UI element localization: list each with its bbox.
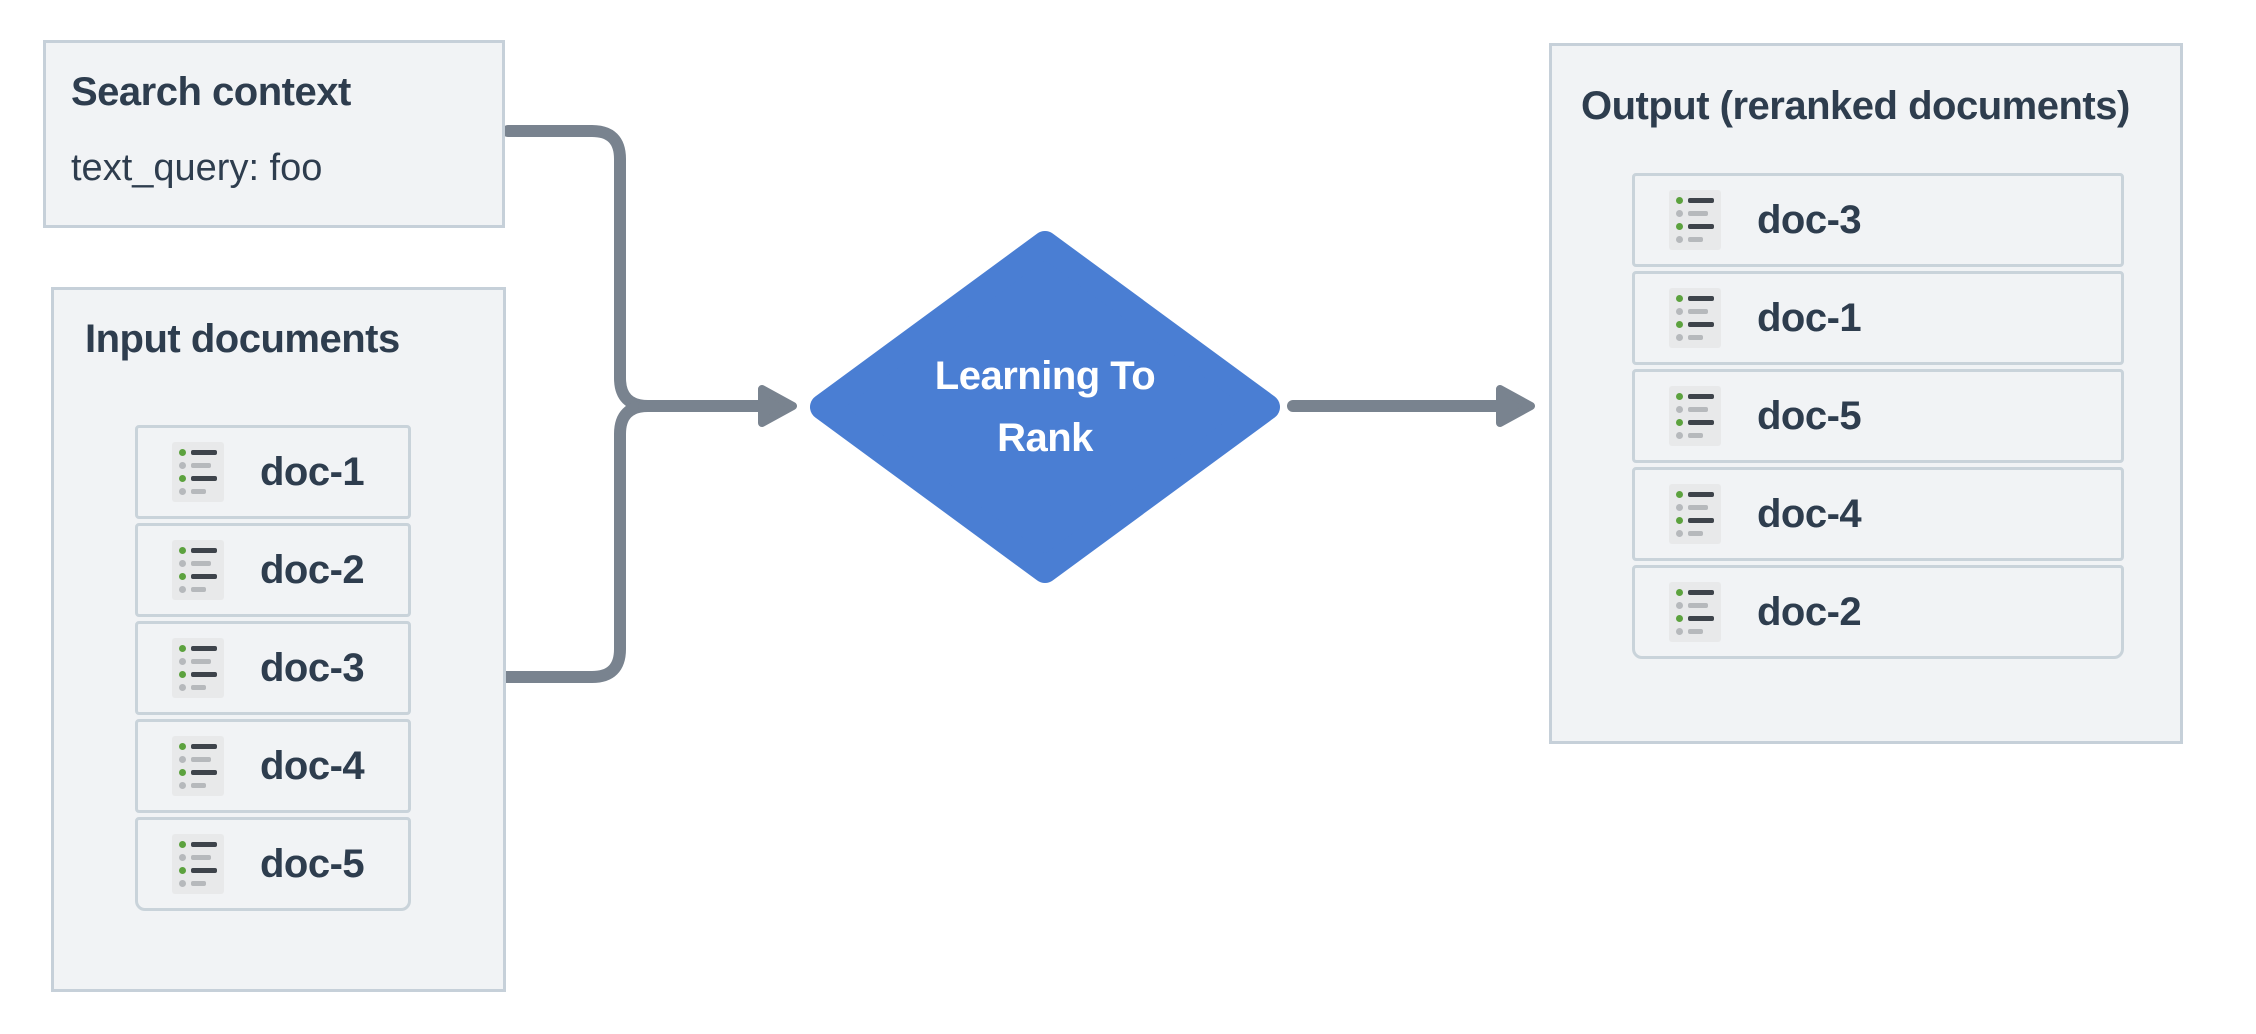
learning-to-rank-label: Learning To Rank [934,354,1156,460]
bulleted-list-icon [172,442,224,502]
learning-to-rank-diamond [810,231,1280,583]
doc-label: doc-2 [1757,589,1862,634]
doc-item: doc-1 [135,425,411,519]
doc-item: doc-2 [135,523,411,617]
doc-label: doc-5 [1757,393,1862,438]
search-context-title: Search context [71,70,351,114]
input-documents-node: Input documents doc-1 [51,287,506,992]
arrowhead-into-output [1496,385,1535,427]
output-documents-node: Output (reranked documents) doc-3 [1549,43,2183,744]
search-query-text: text_query: foo [71,147,323,189]
bulleted-list-icon [172,638,224,698]
doc-label: doc-3 [260,645,365,690]
arrowhead-into-diamond [758,385,797,427]
doc-label: doc-2 [260,547,365,592]
doc-item: doc-1 [1632,271,2124,365]
bulleted-list-icon [1669,582,1721,642]
doc-item: doc-2 [1632,565,2124,659]
doc-label: doc-1 [1757,295,1862,340]
doc-item: doc-4 [135,719,411,813]
doc-item: doc-5 [135,817,411,911]
doc-label: doc-4 [1757,491,1862,536]
bulleted-list-icon [1669,288,1721,348]
doc-label: doc-3 [1757,197,1862,242]
doc-label: doc-1 [260,449,365,494]
doc-item: doc-4 [1632,467,2124,561]
doc-label: doc-4 [260,743,365,788]
input-documents-list: doc-1 doc-2 [135,425,411,911]
learning-to-rank-node: Learning To Rank [810,231,1280,583]
search-context-node: Search context text_query: foo [43,40,505,228]
bulleted-list-icon [1669,484,1721,544]
connector-search-to-merge [502,125,654,412]
bulleted-list-icon [172,540,224,600]
bulleted-list-icon [172,834,224,894]
bulleted-list-icon [1669,190,1721,250]
output-documents-title: Output (reranked documents) [1581,84,2130,128]
connector-inputs-to-merge [494,400,654,683]
input-documents-title: Input documents [85,317,400,361]
doc-item: doc-3 [1632,173,2124,267]
doc-label: doc-5 [260,841,365,886]
bulleted-list-icon [1669,386,1721,446]
doc-item: doc-3 [135,621,411,715]
doc-item: doc-5 [1632,369,2124,463]
bulleted-list-icon [172,736,224,796]
output-documents-list: doc-3 doc-1 [1632,173,2124,659]
